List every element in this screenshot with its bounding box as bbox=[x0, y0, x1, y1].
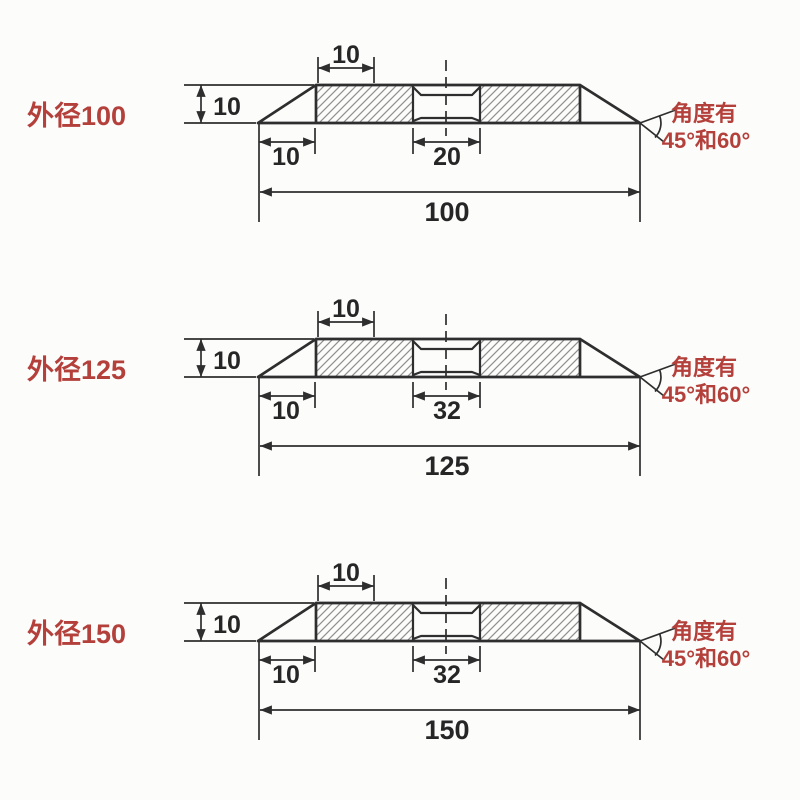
angle-leader-lines bbox=[639, 108, 678, 143]
angle-note-line1: 角度有 bbox=[671, 619, 737, 644]
dim-outer-diameter: 125 bbox=[424, 451, 469, 481]
dim-top-face: 10 bbox=[332, 559, 360, 587]
angle-note-line2: 45°和60° bbox=[662, 128, 751, 153]
wheel-diagram-150: 外径150 10 10 10 32 150 角度有 45°和60° bbox=[27, 559, 751, 745]
wheel-diagram-125: 外径125 10 10 10 32 125 角度有 45°和60° bbox=[27, 295, 751, 481]
angle-note-line2: 45°和60° bbox=[662, 646, 751, 671]
ext-thickness bbox=[184, 84, 314, 124]
hatch-left bbox=[316, 339, 413, 377]
wheel-outline bbox=[256, 601, 642, 643]
angle-callout bbox=[639, 626, 678, 661]
dim-thickness: 10 bbox=[213, 611, 241, 639]
dim-bore: 32 bbox=[433, 661, 461, 689]
ext-thickness bbox=[184, 338, 314, 378]
hatch-fill bbox=[316, 85, 580, 123]
label-outer-diameter: 外径150 bbox=[27, 619, 126, 649]
angle-leader-lines bbox=[639, 362, 678, 397]
angle-arc bbox=[654, 369, 662, 393]
dim-outer-diameter: 150 bbox=[424, 715, 469, 745]
hatch-left bbox=[316, 85, 413, 123]
label-outer-diameter: 外径100 bbox=[27, 101, 126, 131]
hatch-right bbox=[480, 85, 580, 123]
angle-callout bbox=[639, 362, 678, 397]
dimension-lines bbox=[184, 311, 641, 476]
angle-note-line2: 45°和60° bbox=[662, 382, 751, 407]
angle-callout bbox=[639, 108, 678, 143]
angle-arc bbox=[654, 115, 662, 139]
dim-taper: 10 bbox=[272, 661, 300, 689]
hatch-right bbox=[480, 603, 580, 641]
dim-top-face: 10 bbox=[332, 295, 360, 323]
hatch-left bbox=[316, 603, 413, 641]
angle-arc bbox=[654, 633, 662, 657]
dim-taper: 10 bbox=[272, 143, 300, 171]
ext-taper bbox=[258, 378, 316, 476]
dim-bore: 20 bbox=[433, 143, 461, 171]
dim-thickness: 10 bbox=[213, 347, 241, 375]
wheel-diagram-100: 外径100 10 10 10 20 100 角度有 45°和60° bbox=[27, 41, 751, 227]
hatch-fill bbox=[316, 603, 580, 641]
ext-thickness bbox=[184, 602, 314, 642]
dimension-lines bbox=[184, 575, 641, 740]
label-outer-diameter: 外径125 bbox=[27, 355, 126, 385]
dim-bore: 32 bbox=[433, 397, 461, 425]
dim-taper: 10 bbox=[272, 397, 300, 425]
wheel-outline bbox=[256, 83, 642, 125]
angle-note-line1: 角度有 bbox=[671, 101, 737, 126]
hatch-fill bbox=[316, 339, 580, 377]
ext-taper bbox=[258, 642, 316, 740]
hatch-right bbox=[480, 339, 580, 377]
dim-outer-diameter: 100 bbox=[424, 197, 469, 227]
dimension-lines bbox=[184, 57, 641, 222]
angle-note-line1: 角度有 bbox=[671, 355, 737, 380]
angle-leader-lines bbox=[639, 626, 678, 661]
dim-thickness: 10 bbox=[213, 93, 241, 121]
dim-top-face: 10 bbox=[332, 41, 360, 69]
wheel-outline bbox=[256, 337, 642, 379]
ext-taper bbox=[258, 124, 316, 222]
